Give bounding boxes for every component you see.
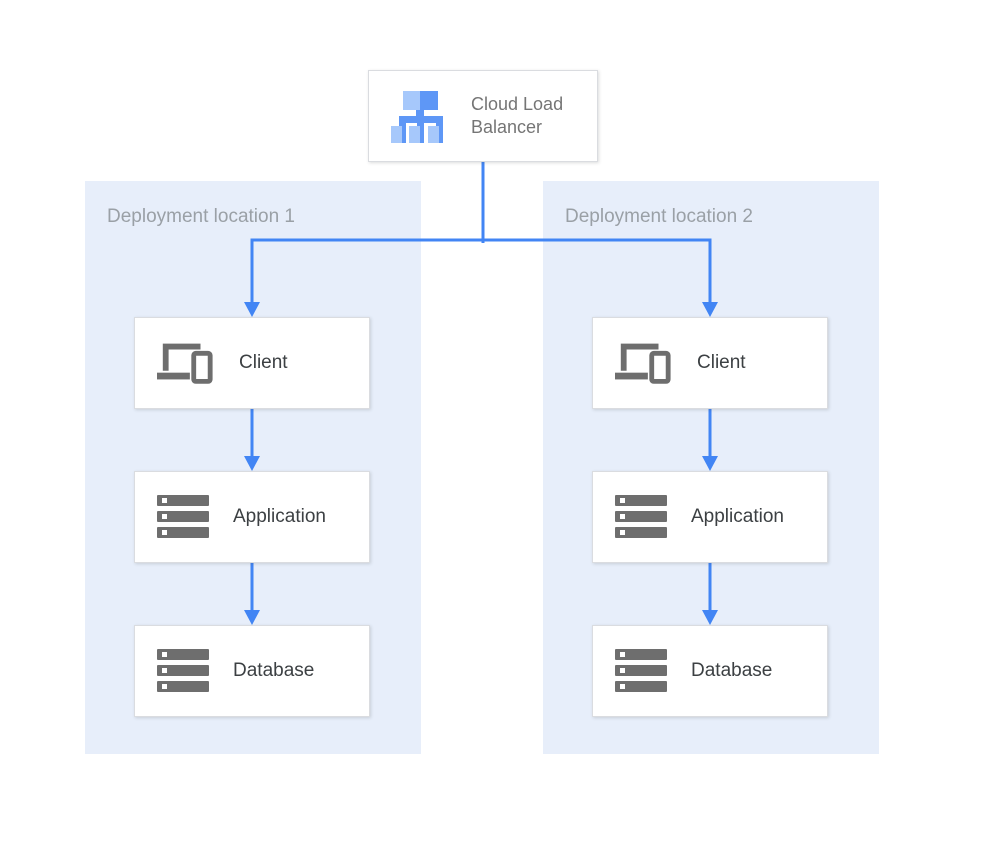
server-stack-icon: [157, 495, 209, 538]
node-label: Database: [691, 660, 773, 681]
client-devices-icon: [615, 343, 671, 384]
node-label: Database: [233, 660, 315, 681]
client-devices-icon: [157, 343, 213, 384]
node-label: Application: [233, 506, 326, 527]
application-node-2: Application: [592, 471, 828, 563]
cloud-load-balancer-icon: [391, 91, 443, 143]
node-label: Client: [239, 352, 288, 373]
database-node-2: Database: [592, 625, 828, 717]
server-stack-icon: [157, 649, 209, 692]
server-stack-icon: [615, 649, 667, 692]
client-node-2: Client: [592, 317, 828, 409]
node-label: Client: [697, 352, 746, 373]
application-node-1: Application: [134, 471, 370, 563]
node-label: Application: [691, 506, 784, 527]
deployment-panel-1-title: Deployment location 1: [107, 206, 295, 227]
cloud-load-balancer-node: Cloud Load Balancer: [368, 70, 598, 162]
cloud-load-balancer-label: Cloud Load Balancer: [471, 93, 564, 137]
server-stack-icon: [615, 495, 667, 538]
database-node-1: Database: [134, 625, 370, 717]
client-node-1: Client: [134, 317, 370, 409]
deployment-panel-2-title: Deployment location 2: [565, 206, 753, 227]
